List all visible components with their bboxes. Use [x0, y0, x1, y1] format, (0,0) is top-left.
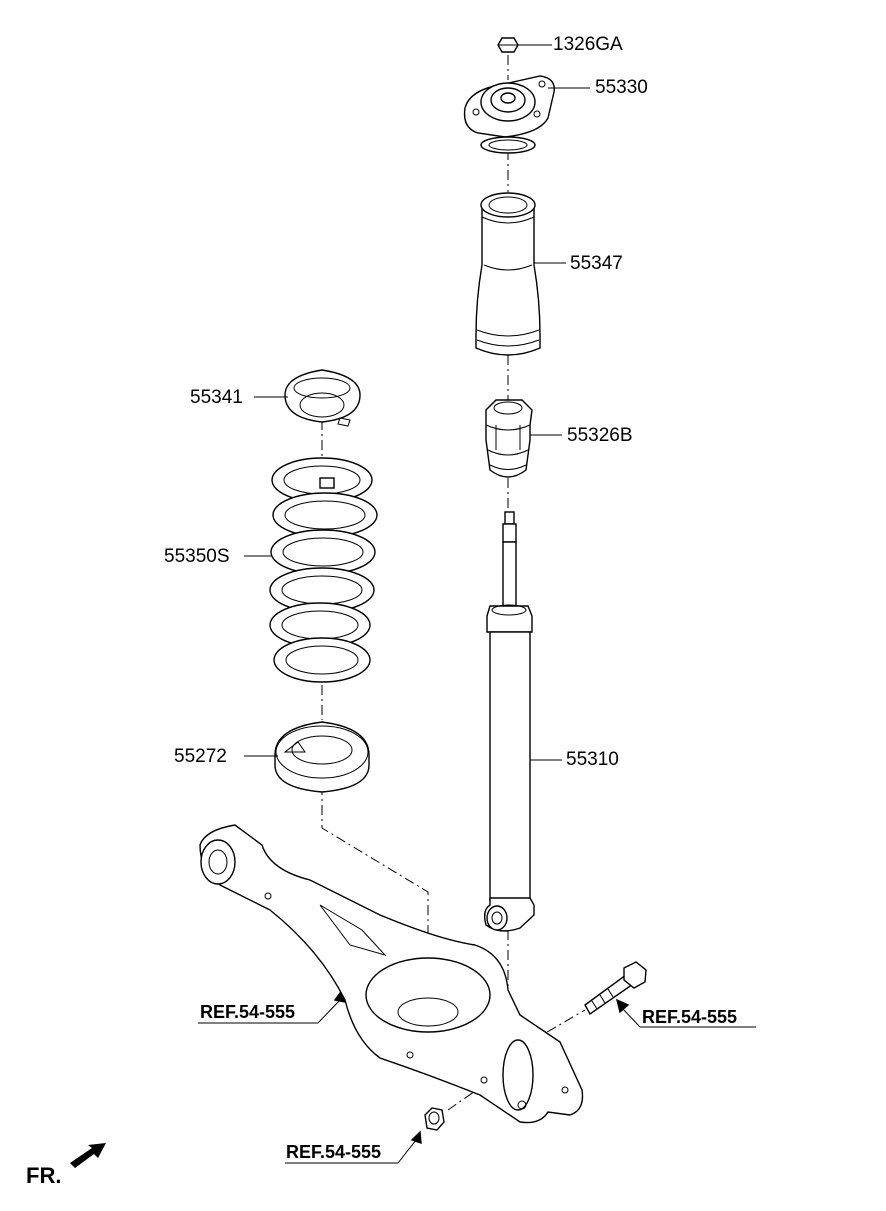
lower-nut — [424, 1107, 445, 1131]
ref-bolt[interactable]: REF.54-555 — [642, 1007, 738, 1027]
lower-spring-seat — [274, 721, 370, 793]
coil-spring — [269, 457, 378, 683]
strut-mount — [463, 75, 555, 154]
label-1326ga: 1326GA — [553, 34, 623, 55]
upper-spring-seat — [284, 369, 361, 427]
mounting-bolt — [584, 961, 647, 1016]
label-55341: 55341 — [190, 387, 243, 408]
bump-stopper — [485, 399, 533, 478]
front-marker: FR. — [26, 1163, 62, 1188]
label-55310: 55310 — [566, 749, 619, 770]
label-55272: 55272 — [174, 746, 227, 767]
ref-nut[interactable]: REF.54-555 — [286, 1142, 382, 1162]
leader-lines — [198, 44, 756, 1164]
front-arrow-icon — [70, 1143, 106, 1168]
label-55330: 55330 — [595, 77, 648, 98]
label-55326b: 55326B — [567, 425, 633, 446]
label-55347: 55347 — [570, 253, 623, 274]
label-55350s: 55350S — [164, 546, 230, 567]
dust-cover — [475, 192, 541, 356]
ref-arm[interactable]: REF.54-555 — [200, 1002, 296, 1022]
flange-nut — [497, 37, 519, 53]
lower-control-arm — [199, 824, 584, 1124]
shock-absorber — [483, 511, 535, 932]
